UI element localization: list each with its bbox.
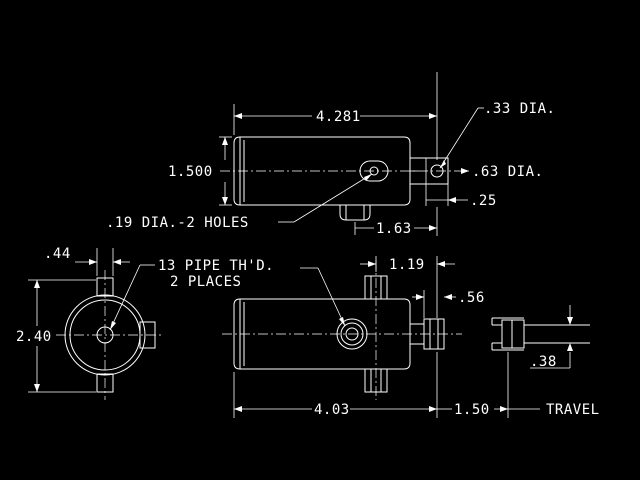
side-view-cylinder bbox=[222, 260, 462, 400]
dim-label-038: .38 bbox=[530, 354, 557, 370]
dim-label-056: .56 bbox=[458, 290, 485, 306]
dim-label-403: 4.03 bbox=[314, 402, 350, 418]
dim-label-019-dia-holes: .19 DIA.-2 HOLES bbox=[106, 215, 249, 231]
dim-label-044: .44 bbox=[44, 246, 71, 262]
dim-label-4281: 4.281 bbox=[316, 109, 361, 125]
dim-label-150: 1.50 bbox=[454, 402, 490, 418]
pipe-thread-label-line1: 13 PIPE TH'D. bbox=[158, 258, 274, 274]
end-view-dimensions bbox=[28, 248, 155, 393]
side-view-dimensions bbox=[233, 256, 573, 418]
dim-label-240: 2.40 bbox=[16, 329, 52, 345]
pipe-thread-label-line2: 2 PLACES bbox=[170, 274, 241, 290]
top-view-cylinder bbox=[220, 136, 470, 221]
travel-detail bbox=[491, 317, 590, 351]
travel-label: TRAVEL bbox=[546, 402, 600, 418]
end-view bbox=[56, 270, 162, 400]
dim-label-1500: 1.500 bbox=[168, 164, 213, 180]
top-view-dimensions bbox=[219, 72, 484, 236]
dim-label-119: 1.19 bbox=[389, 257, 425, 273]
dim-label-025: .25 bbox=[470, 193, 497, 209]
dim-label-063-dia: .63 DIA. bbox=[472, 164, 543, 180]
dim-label-033-dia: .33 DIA. bbox=[484, 101, 555, 117]
dim-label-163: 1.63 bbox=[376, 221, 412, 237]
